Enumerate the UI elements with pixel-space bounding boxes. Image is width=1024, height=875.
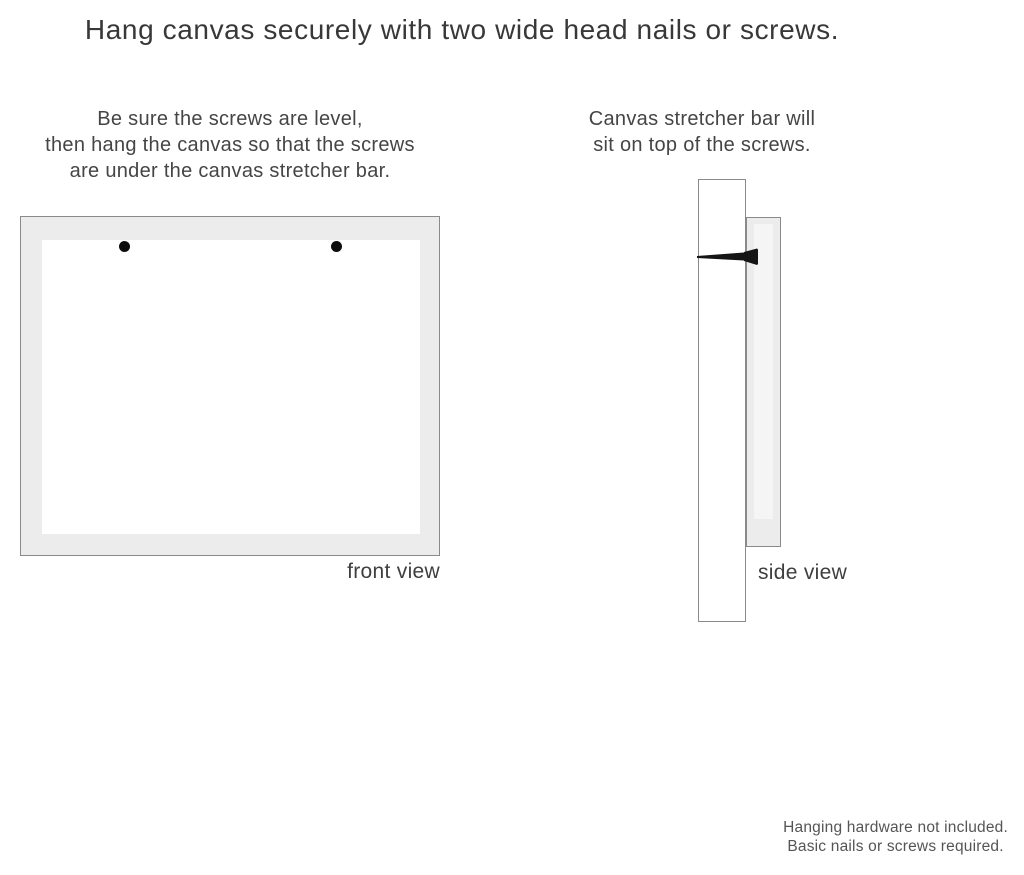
instruction-line: Canvas stretcher bar will bbox=[588, 108, 816, 130]
front-view-canvas-edge bbox=[20, 216, 440, 556]
side-view-canvas-face bbox=[754, 224, 773, 519]
instruction-line: then hang the canvas so that the screws bbox=[45, 134, 415, 156]
nail-icon bbox=[697, 248, 758, 265]
page-title: Hang canvas securely with two wide head … bbox=[84, 14, 840, 45]
screw-head-icon bbox=[331, 241, 342, 252]
front-view-canvas-face bbox=[42, 240, 420, 534]
front-view-instructions: Be sure the screws are level, then hang … bbox=[20, 106, 440, 184]
hardware-disclaimer: Hanging hardware not included. Basic nai… bbox=[783, 818, 1008, 856]
instruction-line: sit on top of the screws. bbox=[593, 134, 811, 156]
screw-head-icon bbox=[119, 241, 130, 252]
disclaimer-line: Hanging hardware not included. bbox=[783, 819, 1008, 836]
side-view-instructions: Canvas stretcher bar will sit on top of … bbox=[556, 106, 848, 158]
side-view-canvas bbox=[746, 217, 781, 547]
side-view-wall bbox=[698, 179, 746, 622]
instruction-line: Be sure the screws are level, bbox=[97, 108, 363, 130]
front-view-label: front view bbox=[347, 560, 440, 583]
instruction-line: are under the canvas stretcher bar. bbox=[69, 160, 391, 182]
side-view-label: side view bbox=[758, 561, 848, 584]
disclaimer-line: Basic nails or screws required. bbox=[787, 838, 1004, 855]
